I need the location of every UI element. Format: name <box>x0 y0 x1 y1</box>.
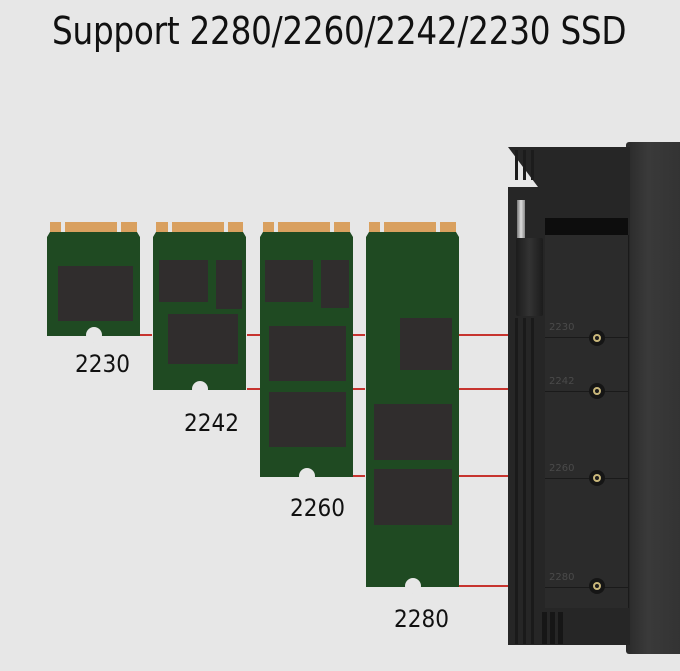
standoff-screw-icon <box>589 470 605 486</box>
standoff-screw-icon <box>589 383 605 399</box>
ssd-board-2280 <box>366 222 459 594</box>
chip <box>269 392 346 447</box>
guide-line-2242 <box>353 388 365 390</box>
mount-line <box>545 587 628 588</box>
guide-line-2230 <box>353 334 365 336</box>
guide-line-2230 <box>140 334 152 336</box>
chip <box>159 260 208 302</box>
standoff-screw-icon <box>589 330 605 346</box>
mount-label-2260: 2260 <box>549 463 575 474</box>
guide-line-2260 <box>459 475 545 477</box>
chip <box>216 260 242 309</box>
usb-c-connector-shaft <box>517 200 525 238</box>
ssd-board-2260 <box>260 222 353 484</box>
guide-line-2230 <box>459 334 545 336</box>
chip <box>321 260 349 308</box>
ssd-board-2242 <box>153 222 246 397</box>
ssd-board-2230 <box>47 222 140 343</box>
gold-contacts <box>50 222 137 234</box>
board-label-2280: 2280 <box>394 605 450 633</box>
mount-line <box>545 391 628 392</box>
board-label-2242: 2242 <box>184 409 240 437</box>
mount-label-2230: 2230 <box>549 322 575 333</box>
pcb <box>153 232 246 390</box>
bottom-vents <box>540 612 570 644</box>
board-label-2230: 2230 <box>75 350 131 378</box>
heatsink-fins-top <box>511 150 541 180</box>
gold-contacts <box>263 222 350 234</box>
chip <box>58 266 133 321</box>
mount-line <box>545 478 628 479</box>
chip <box>400 318 452 370</box>
chip <box>269 326 346 381</box>
mount-label-2242: 2242 <box>549 376 575 387</box>
chip <box>374 404 452 460</box>
guide-line-2230 <box>247 334 260 336</box>
mounting-notch <box>404 578 421 594</box>
mounting-notch <box>85 327 102 343</box>
chip <box>168 314 238 364</box>
enclosure-cover <box>626 142 680 654</box>
usb-c-connector <box>516 238 543 316</box>
mount-label-2280: 2280 <box>549 572 575 583</box>
ssd-tray <box>545 235 629 608</box>
guide-line-2260 <box>353 475 365 477</box>
chip <box>374 469 452 525</box>
standoff-screw-icon <box>589 578 605 594</box>
guide-line-2242 <box>247 388 260 390</box>
guide-line-2242 <box>459 388 545 390</box>
guide-line-2280 <box>459 585 545 587</box>
gold-contacts <box>369 222 456 234</box>
ssd-slot <box>545 218 628 235</box>
gold-contacts <box>156 222 243 234</box>
board-label-2260: 2260 <box>290 494 346 522</box>
mounting-notch <box>298 468 315 484</box>
heatsink-fins <box>511 318 541 644</box>
mount-line <box>545 337 628 338</box>
page-title: Support 2280/2260/2242/2230 SSD <box>52 9 627 53</box>
chip <box>265 260 313 302</box>
mounting-notch <box>191 381 208 397</box>
